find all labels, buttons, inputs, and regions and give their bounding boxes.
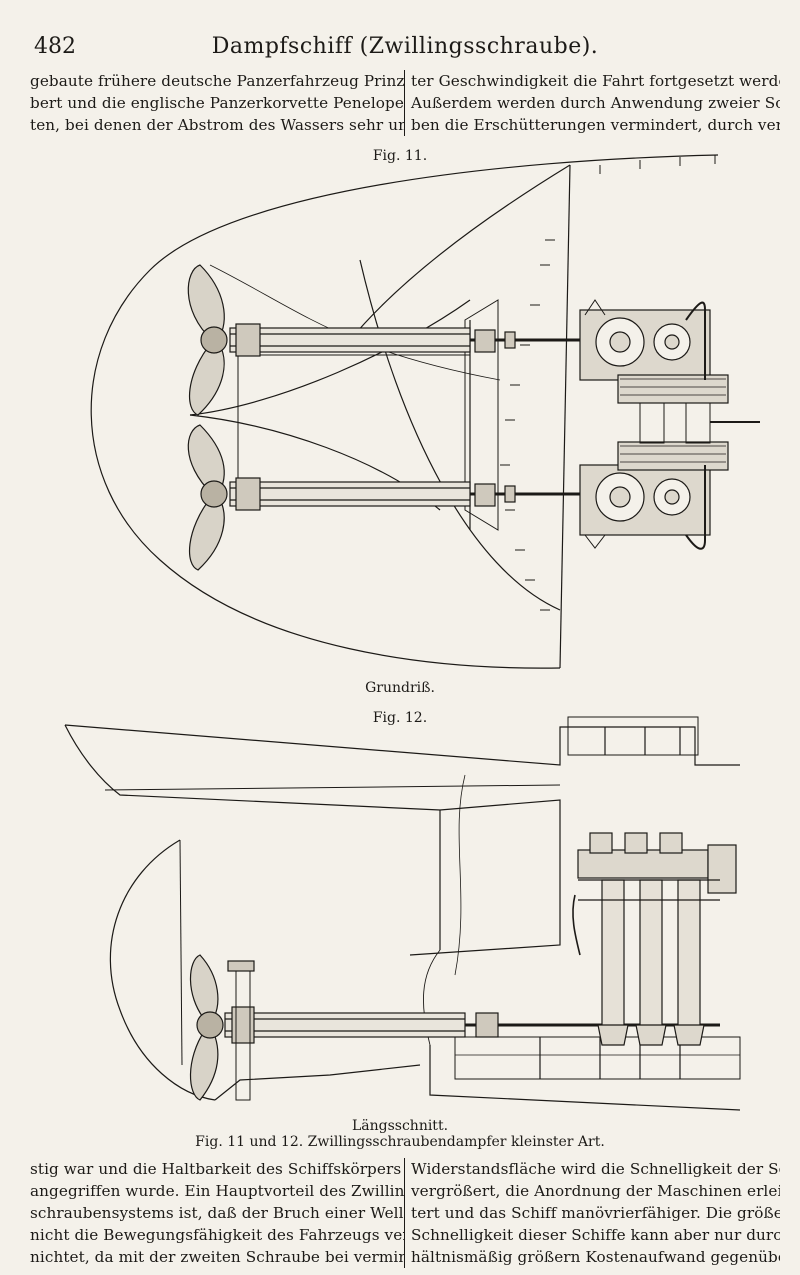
figure-11-plan-drawing	[90, 154, 760, 669]
figure-11-sublabel: Grundriß.	[365, 680, 435, 696]
running-title: Dampfschiff (Zwillingsschraube).	[211, 34, 599, 59]
text-line: nicht die Bewegungsfähigkeit des Fahrzeu…	[30, 1226, 405, 1244]
text-line: hältnismäßig größern Kostenaufwand gegen…	[411, 1248, 780, 1266]
text-line: ter Geschwindigkeit die Fahrt fortgesetz…	[411, 72, 780, 90]
text-line: Schnelligkeit dieser Schiffe kann aber n…	[411, 1226, 780, 1244]
text-line: stig war und die Haltbarkeit des Schiffs…	[30, 1160, 405, 1178]
text-line: ben die Erschütterungen vermindert, durc…	[411, 116, 780, 134]
text-line: angegriffen wurde. Ein Hauptvorteil des …	[30, 1182, 405, 1200]
text-line: tert und das Schiff manövrierfähiger. Di…	[411, 1204, 780, 1222]
figure-12-sublabel: Längsschnitt.	[351, 1118, 449, 1134]
text-line: Widerstandsfläche wird die Schnelligkeit…	[411, 1160, 780, 1178]
text-line: nichtet, da mit der zweiten Schraube bei…	[30, 1248, 404, 1266]
text-line: gebaute frühere deutsche Panzerfahrzeug …	[30, 72, 405, 90]
text-line: bert und die englische Panzerkorvette Pe…	[30, 94, 404, 112]
bottom-text-columns: stig war und die Haltbarkeit des Schiffs…	[30, 1158, 780, 1268]
page-number: 482	[34, 34, 76, 59]
text-line: ten, bei denen der Abstrom des Wassers s…	[30, 116, 404, 134]
figure-11-label: Fig. 11.	[372, 148, 428, 164]
bottom-left-column: stig war und die Haltbarkeit des Schiffs…	[30, 1158, 405, 1268]
figure-caption: Fig. 11 und 12. Zwillingsschraubendampfe…	[195, 1134, 605, 1150]
text-line: vergrößert, die Anordnung der Maschinen …	[411, 1182, 780, 1200]
bottom-right-column: Widerstandsfläche wird die Schnelligkeit…	[405, 1158, 780, 1268]
text-line: schraubensystems ist, daß der Bruch eine…	[30, 1204, 404, 1222]
figure-12-section-drawing	[64, 716, 741, 1111]
page-header: 482 Dampfschiff (Zwillingsschraube).	[30, 34, 780, 70]
figure-12-label: Fig. 12.	[372, 710, 428, 726]
top-text-columns: gebaute frühere deutsche Panzerfahrzeug …	[30, 70, 780, 136]
top-left-column: gebaute frühere deutsche Panzerfahrzeug …	[30, 70, 405, 136]
top-right-column: ter Geschwindigkeit die Fahrt fortgesetz…	[405, 70, 780, 136]
text-line: Außerdem werden durch Anwendung zweier S…	[411, 94, 780, 112]
